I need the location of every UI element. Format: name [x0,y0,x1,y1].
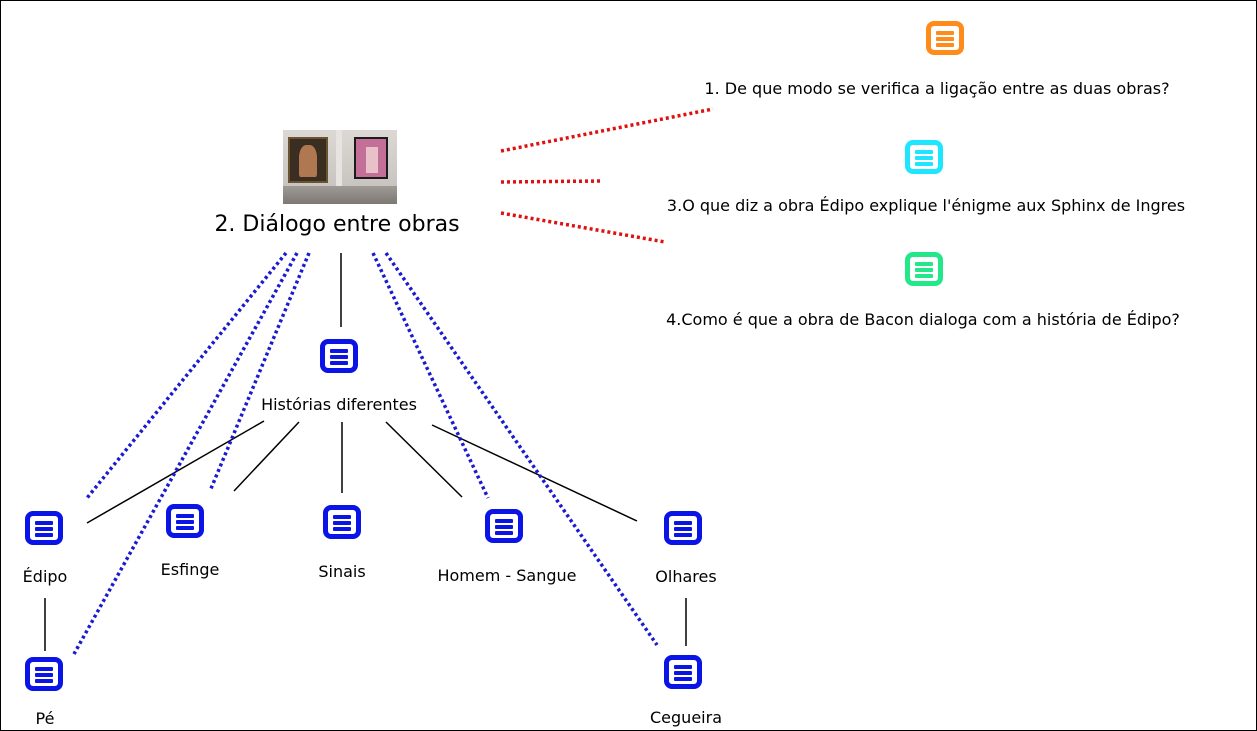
link-central-homem [371,252,490,499]
link-central-q3 [500,179,602,184]
question-1-note-icon[interactable] [926,21,964,55]
link-central-pe [72,252,299,655]
central-node-label[interactable]: 2. Diálogo entre obras [214,212,460,237]
question-3-label[interactable]: 3.O que diz a obra Édipo explique l'énig… [666,196,1186,215]
olhares-note-icon[interactable] [664,511,702,545]
question-3-note-icon[interactable] [905,140,943,174]
cegueira-label[interactable]: Cegueira [650,708,722,727]
link-central-esfinge [208,252,311,492]
wall-gap [336,130,342,186]
esfinge-label[interactable]: Esfinge [160,560,220,579]
dotted-blue-links [72,251,659,655]
pe-label[interactable]: Pé [35,709,55,728]
edipo-note-icon[interactable] [25,511,63,545]
link-historias-homem [385,421,463,498]
historias-note-icon[interactable] [320,339,358,373]
question-4-note-icon[interactable] [905,252,943,286]
solid-links [44,253,687,651]
edipo-label[interactable]: Édipo [22,567,68,586]
link-historias-esfinge [233,421,300,492]
link-historias-olhares [431,424,638,522]
gallery-floor [283,186,397,204]
esfinge-note-icon[interactable] [166,504,204,538]
homem-note-icon[interactable] [485,509,523,543]
question-1-label[interactable]: 1. De que modo se verifica a ligação ent… [704,79,1170,98]
central-image[interactable] [283,130,397,204]
olhares-label[interactable]: Olhares [655,567,717,586]
historias-label[interactable]: Histórias diferentes [261,395,417,414]
sinais-note-icon[interactable] [323,505,361,539]
link-central-cegueira [384,252,659,646]
link-central-q1 [500,107,714,153]
link-historias-edipo [86,420,265,524]
painting-bacon [354,137,388,179]
link-central-q4 [500,211,666,244]
question-4-label[interactable]: 4.Como é que a obra de Bacon dialoga com… [666,310,1180,329]
sinais-label[interactable]: Sinais [318,562,366,581]
link-central-edipo [85,251,288,500]
homem-label[interactable]: Homem - Sangue [437,566,577,585]
question-links [500,107,714,244]
cegueira-note-icon[interactable] [664,655,702,689]
pe-note-icon[interactable] [25,657,63,691]
painting-ingres [288,137,328,183]
painting-figure [366,147,378,173]
painting-figure [299,145,317,177]
